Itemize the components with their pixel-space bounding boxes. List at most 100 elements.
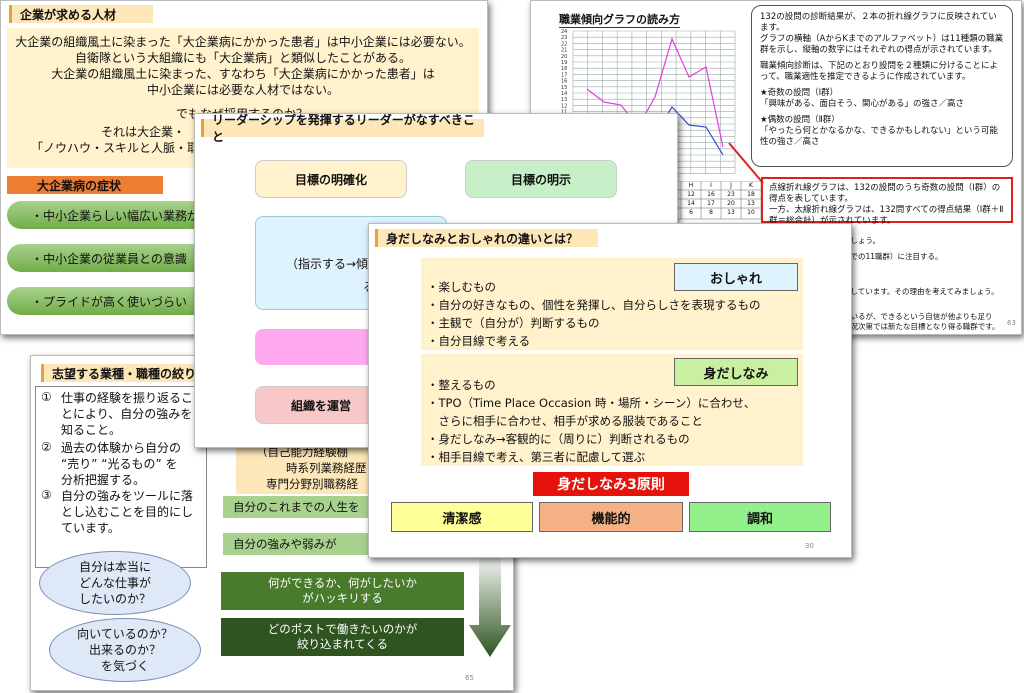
axis-tick-label: 13	[561, 97, 567, 103]
table-cell: 13	[727, 209, 735, 216]
slide-title-bar: リーダーシップを発揮するリーダーがなすべきこと	[201, 114, 484, 144]
axis-tick-label: 15	[561, 85, 567, 91]
table-cell: 8	[709, 209, 713, 216]
page-number: 30	[805, 542, 814, 550]
bubble-line: 132の設問の診断結果が、２本の折れ線グラフに反映されています。	[760, 12, 997, 33]
table-cell: J	[730, 182, 732, 189]
slide-corporate-talent[interactable]: 企業が求める人材 大企業の組織風土に染まった「大企業病にかかった患者」は中小企業…	[0, 0, 488, 335]
axis-tick-label: 17	[561, 72, 567, 78]
table-cell: 13	[747, 200, 755, 207]
bubble-line: 「興味がある、面白そう、関心がある」の強さ／高さ	[760, 99, 965, 109]
red-box-line: 一方、太線折れ線グラフは、132問すべての得点結果（Ⅰ群＋Ⅱ群＝総合計）が示され…	[769, 205, 1004, 226]
org-manage-box: 組織を運営	[255, 386, 387, 424]
oshare-list: ・楽しむもの ・自分の好きなもの、個性を発揮し、自分らしさを表現するもの ・主観…	[427, 278, 761, 350]
list-item: ・身だしなみ→客観的に（周りに）判断されるもの	[427, 432, 690, 446]
text-fragment: 示しています。その理由を考えてみましょう。	[843, 287, 999, 296]
slide-title-bar: 身だしなみとおしゃれの違いとは？	[375, 229, 598, 247]
question-ellipse: 向いているのか？ 出来るのか？ を気づく	[49, 618, 201, 682]
outcome-bar: 何ができるか、何がしたいか がハッキリする	[221, 572, 464, 610]
table-cell: 20	[727, 200, 735, 207]
bubble-line: グラフの横軸（AからKまでのアルファベット）は11種類の職業群を示し、縦軸の数字…	[760, 34, 1004, 55]
slide-grooming-vs-fashion[interactable]: 身だしなみとおしゃれの違いとは？ おしゃれ ・楽しむもの ・自分の好きなもの、個…	[368, 223, 852, 558]
axis-tick-label: 11	[561, 110, 567, 116]
principles-title: 身だしなみ3原則	[557, 477, 665, 493]
text-line: 大企業の組織風土に染まった「大企業病にかかった患者」は中小企業には必要ない。	[15, 35, 471, 49]
step-bar: 自分の強みや弱みが	[223, 533, 373, 555]
table-cell: I	[710, 182, 712, 189]
axis-tick-label: 18	[561, 66, 567, 72]
step-bar-text: 自分の強みや弱みが	[233, 537, 337, 551]
step-bar: 自分のこれまでの人生を	[223, 496, 373, 518]
text-line: それは大企業・	[101, 125, 186, 139]
text-line: 「ノウハウ・スキルと人脈・耶	[31, 141, 200, 155]
slide-title: リーダーシップを発揮するリーダーがなすべきこと	[212, 113, 475, 144]
table-cell: 10	[747, 209, 755, 216]
outcome-text: 何ができるか、何がしたいか がハッキリする	[267, 576, 418, 605]
axis-tick-label: 14	[561, 91, 567, 97]
list-item: ・自分目線で考える	[427, 334, 531, 348]
slide-title-bar: 志望する業種・職種の絞り	[41, 364, 222, 382]
goal-present-box: 目標の明示	[465, 160, 617, 198]
text-line: 自衛隊という大組織にも「大企業病」と類似したことがある。	[74, 51, 411, 65]
axis-tick-label: 24	[561, 29, 567, 35]
callout-arrow	[728, 142, 764, 184]
list-item: ・整えるもの	[427, 378, 496, 392]
outcome-bar: どのポストで働きたいのかが 絞り込まれてくる	[221, 618, 464, 656]
principles-title-bar: 身だしなみ3原則	[533, 472, 689, 496]
bubble-line: ★偶数の設問（Ⅱ群）	[760, 115, 840, 125]
step-number: ①	[41, 390, 52, 404]
red-box-line: 点線折れ線グラフは、132の設問のうち奇数の設問（Ⅰ群）の得点を表しています。	[769, 183, 1001, 204]
table-cell: 16	[707, 191, 715, 198]
step-bar-text: 自分のこれまでの人生を	[233, 500, 360, 514]
list-item: ・楽しむもの	[427, 280, 496, 294]
explanation-bubble: 132の設問の診断結果が、２本の折れ線グラフに反映されています。 グラフの横軸（…	[751, 5, 1013, 167]
text-fragment: ているが、できるという自信が他よりも足り	[843, 312, 993, 321]
materials-line: 時系列業務経歴	[286, 461, 367, 475]
principle-functional: 機能的	[539, 502, 683, 532]
text-line: 中小企業には必要な人材ではない。	[146, 83, 339, 97]
step-text: 自分の強みをツールに落 とし込むことを目的にし ています。	[61, 489, 194, 535]
principle-label: 機能的	[591, 511, 631, 527]
symptom-item[interactable]: ・中小企業らしい幅広い業務が	[7, 201, 207, 229]
table-cell: 12	[687, 191, 695, 198]
odd-score-line	[586, 37, 724, 148]
ellipse-text: 向いているのか？ 出来るのか？ を気づく	[77, 627, 173, 673]
bubble-line: ★奇数の設問（Ⅰ群）	[760, 88, 839, 98]
axis-tick-label: 21	[561, 48, 567, 54]
slide-title-bar: 企業が求める人材	[9, 5, 153, 23]
principle-label: 調和	[746, 511, 773, 527]
down-arrow-icon	[469, 551, 511, 657]
text-fragment: ましょう。	[843, 236, 881, 245]
materials-panel	[236, 444, 376, 494]
question-ellipse: 自分は本当に どんな仕事が したいのか？	[39, 551, 191, 615]
step-text: 仕事の経験を振り返るこ とにより、自分の強みを 知ること。	[61, 391, 194, 437]
axis-tick-label: 12	[561, 103, 567, 109]
pink-box	[255, 329, 375, 365]
box-label: （指示する→傾	[286, 256, 369, 271]
list-item: ・自分の好きなもの、個性を発揮し、自分らしさを表現するもの	[427, 298, 761, 312]
principle-harmony: 調和	[689, 502, 831, 532]
text-line: 大企業の組織風土に染まった、すなわち「大企業病にかかった患者」は	[51, 67, 435, 81]
slide-title: 職業傾向グラフの読み方	[559, 13, 680, 28]
ellipse-text: 自分は本当に どんな仕事が したいのか？	[78, 560, 151, 606]
text-fragment: までの11職群）に注目する。	[843, 252, 943, 261]
materials-line: 専門分野別職務経	[266, 477, 358, 491]
slide-title: 企業が求める人材	[20, 7, 117, 22]
slide-title: 身だしなみとおしゃれの違いとは？	[386, 231, 579, 246]
list-item: ・相手目線で考え、第三者に配慮して選ぶ	[427, 450, 646, 464]
symptom-item[interactable]: ・プライドが高く使いづらい	[7, 287, 207, 315]
axis-tick-label: 20	[561, 54, 567, 60]
axis-tick-label: 23	[561, 35, 567, 41]
step-number: ③	[41, 488, 52, 502]
table-cell: 18	[747, 191, 755, 198]
page-number: 63	[1007, 319, 1016, 327]
principle-label: 清潔感	[442, 511, 482, 527]
symptom-item[interactable]: ・中小企業の従業員との意識	[7, 244, 207, 272]
list-item: ・主観で（自分が）判断するもの	[427, 316, 600, 330]
bubble-line: 「やったら何とかなるかな、できるかもしれない」という可能性の強さ／高さ	[760, 126, 998, 147]
axis-tick-label: 16	[561, 79, 567, 85]
step-number: ②	[41, 440, 52, 454]
tag-label: 身だしなみ	[703, 366, 769, 382]
page-number: 65	[465, 674, 474, 682]
bubble-line: 職業傾向診断は、下記のとおり設問を２種類に分けることによって、職業適性を推定でき…	[760, 61, 999, 82]
